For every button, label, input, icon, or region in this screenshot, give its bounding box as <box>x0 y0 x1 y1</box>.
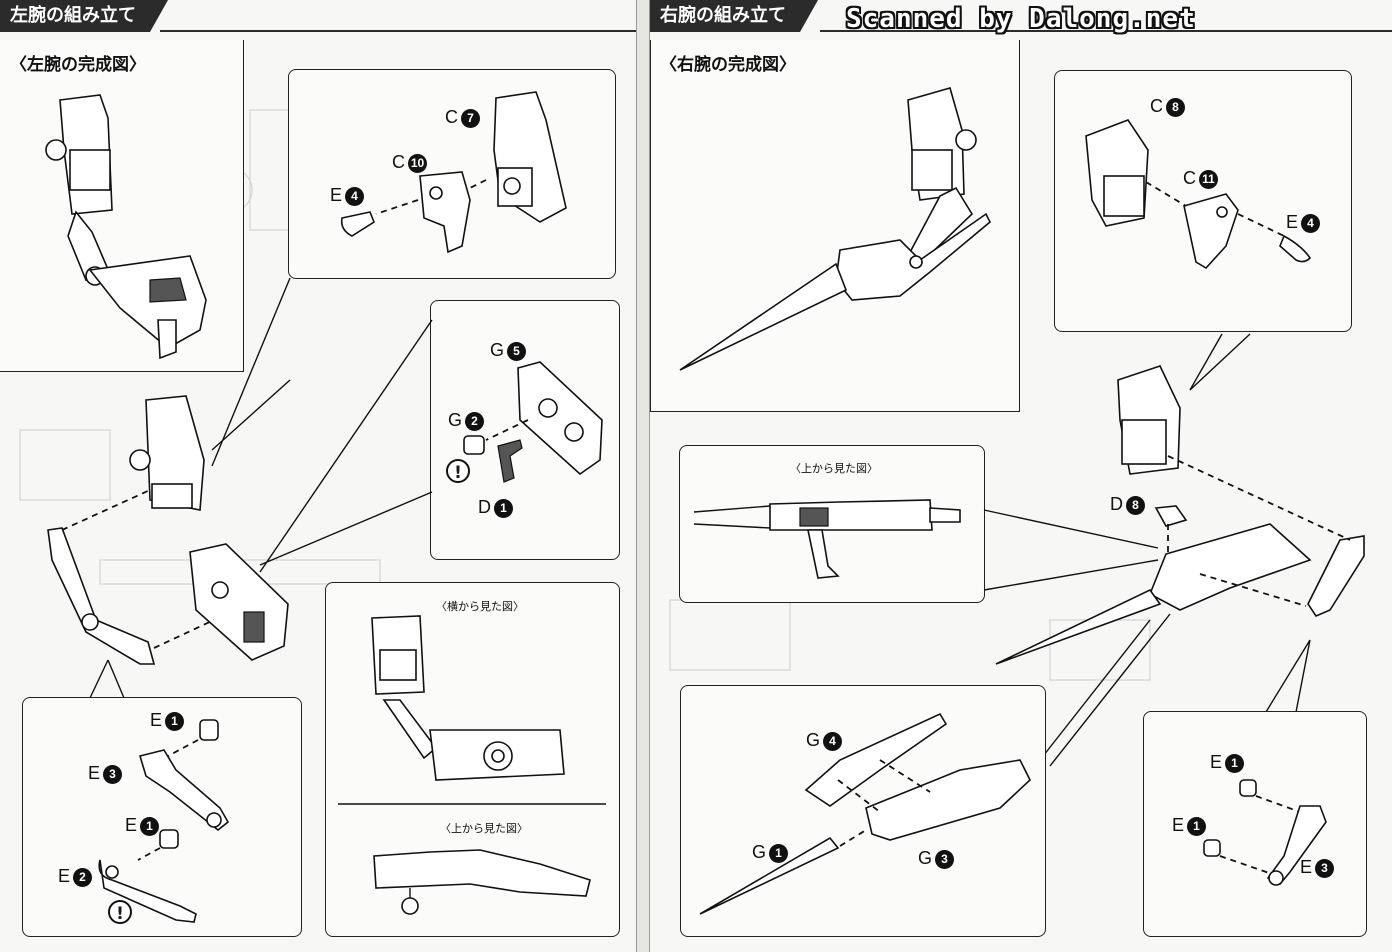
left-views-drawing <box>338 615 606 915</box>
scan-watermark: Scanned by Dalong.net <box>846 4 1196 34</box>
right-top-view-caption: 〈上から見た図〉 <box>790 462 878 475</box>
left-side-view-caption: 〈横から見た図〉 <box>436 600 524 613</box>
right-top-view-drawing <box>693 499 961 579</box>
header-rule-right <box>820 30 1392 32</box>
left-completed-title: 〈左腕の完成図〉 <box>10 55 146 75</box>
left-arm-completed-drawing <box>45 94 207 360</box>
header-rule <box>160 30 636 32</box>
left-top-view-caption: 〈上から見た図〉 <box>440 822 528 835</box>
left-main-assembly-drawing <box>47 277 433 699</box>
left-shoulder-parts-drawing <box>340 91 567 254</box>
right-shoulder-parts-drawing <box>1085 119 1312 391</box>
page-gutter <box>636 0 650 952</box>
left-forearm-parts-drawing <box>463 361 603 483</box>
left-upper-arm-parts-drawing <box>98 719 230 923</box>
right-upper-arm-detail-box <box>1143 711 1367 937</box>
caution-icon-2: ! <box>108 900 132 924</box>
right-arm-assembly-header: 右腕の組み立て <box>650 0 818 32</box>
left-upper-arm-detail-box <box>22 697 302 937</box>
right-arm-completed-drawing <box>679 87 991 371</box>
right-completed-title: 〈右腕の完成図〉 <box>660 55 796 75</box>
left-arm-assembly-header: 左腕の組み立て <box>0 0 168 32</box>
caution-icon: ! <box>446 459 470 483</box>
